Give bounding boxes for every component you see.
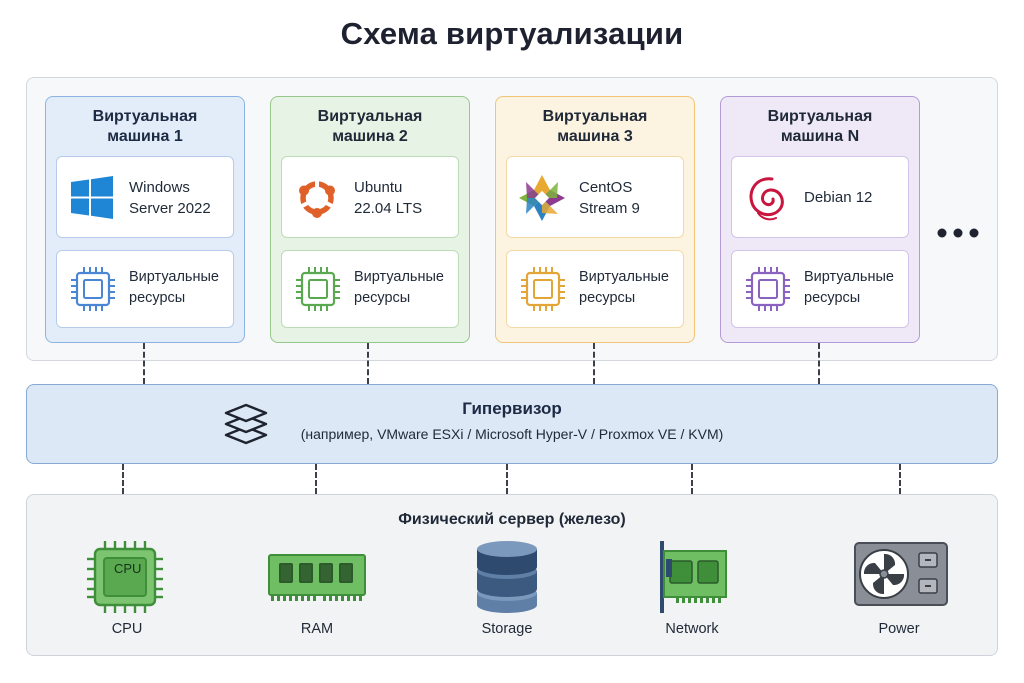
connector-hw-cpu — [122, 464, 124, 494]
vm-resources-label: Виртуальные ресурсы — [579, 269, 669, 306]
hardware-item-ram[interactable]: RAM — [257, 537, 377, 647]
vm-os-box: Debian 12 — [731, 156, 909, 238]
power-supply-icon — [854, 542, 948, 606]
hardware-label: Storage — [481, 621, 533, 637]
hardware-item-power[interactable]: Power — [839, 537, 959, 647]
hypervisor-layer[interactable]: Гипервизор (например, VMware ESXi / Micr… — [26, 384, 998, 464]
vm-resources-label: Виртуальные ресурсы — [804, 269, 894, 306]
virtual-chip-icon — [71, 267, 115, 311]
windows-logo-icon — [71, 176, 113, 219]
connector-hw-ram — [315, 464, 317, 494]
vm-title: Виртуальная машина 3 — [542, 108, 648, 145]
virtual-chip-icon — [746, 267, 790, 311]
vm-resources-box: Виртуальные ресурсы — [731, 250, 909, 328]
debian-logo-icon — [749, 177, 784, 221]
vm-os-box: Ubuntu 22.04 LTS — [281, 156, 459, 238]
os-name-line1: Ubuntu — [354, 179, 403, 196]
vm-resources-label: Виртуальные ресурсы — [129, 269, 219, 306]
connector-vm1 — [143, 343, 145, 384]
vm-card-1[interactable]: Виртуальная машина 1 Windows Server 2022… — [45, 96, 245, 343]
storage-database-icon — [477, 541, 537, 613]
connector-vm2 — [367, 343, 369, 384]
os-name-line1: Windows — [129, 179, 190, 196]
cpu-chip-text: CPU — [114, 561, 142, 576]
layers-icon — [224, 403, 268, 445]
hardware-label: RAM — [300, 621, 334, 637]
vm-resources-box: Виртуальные ресурсы — [506, 250, 684, 328]
connector-hw-power — [899, 464, 901, 494]
physical-server-title: Физический сервер (железо) — [398, 511, 626, 528]
vm-title: Виртуальная машина N — [767, 108, 873, 145]
ellipsis-icon — [937, 228, 979, 238]
network-card-icon — [660, 541, 727, 613]
vm-resources-box: Виртуальные ресурсы — [56, 250, 234, 328]
hypervisor-title: Гипервизор — [462, 399, 562, 418]
vm-os-name: Windows Server 2022 — [129, 177, 211, 219]
vm-os-box: Windows Server 2022 — [56, 156, 234, 238]
os-name-line1: Debian 12 — [804, 189, 873, 206]
hardware-label: Network — [665, 621, 719, 637]
vm-title: Виртуальная машина 2 — [317, 108, 423, 145]
diagram-title: Схема виртуализации — [340, 16, 684, 51]
virtual-chip-icon — [521, 267, 565, 311]
vm-os-name: CentOS Stream 9 — [579, 177, 640, 219]
hardware-label: CPU — [111, 621, 143, 637]
vm-card-n[interactable]: Виртуальная машина N Debian 12 Виртуальн… — [720, 96, 920, 343]
os-name-line1: CentOS — [579, 179, 633, 196]
vm-os-name: Debian 12 — [804, 187, 872, 208]
physical-server-layer[interactable]: Физический сервер (железо) CPU CPU — [26, 494, 998, 656]
connector-hw-storage — [506, 464, 508, 494]
hardware-item-cpu[interactable]: CPU CPU — [67, 537, 187, 647]
ubuntu-logo-icon — [299, 181, 335, 218]
ram-module-icon — [268, 554, 366, 601]
vm-card-2[interactable]: Виртуальная машина 2 Ubuntu 22.04 LTS Ви… — [270, 96, 470, 343]
connector-vm4 — [818, 343, 820, 384]
os-name-line2: Stream 9 — [579, 200, 640, 217]
vm-resources-box: Виртуальные ресурсы — [281, 250, 459, 328]
hypervisor-subtitle: (например, VMware ESXi / Microsoft Hyper… — [300, 426, 724, 442]
vm-resources-label: Виртуальные ресурсы — [354, 269, 444, 306]
vm-card-3[interactable]: Виртуальная машина 3 CentOS Stream 9 Вир… — [495, 96, 695, 343]
connector-vm3 — [593, 343, 595, 384]
hardware-item-storage[interactable]: Storage — [447, 537, 567, 647]
cpu-chip-icon — [87, 541, 163, 613]
hardware-label: Power — [878, 621, 920, 637]
vm-title: Виртуальная машина 1 — [92, 108, 198, 145]
connector-hw-network — [691, 464, 693, 494]
virtual-chip-icon — [296, 267, 340, 311]
os-name-line2: 22.04 LTS — [354, 200, 423, 217]
vm-os-name: Ubuntu 22.04 LTS — [354, 177, 422, 219]
hardware-item-network[interactable]: Network — [632, 537, 752, 647]
vm-os-box: CentOS Stream 9 — [506, 156, 684, 238]
centos-logo-icon — [519, 175, 565, 221]
os-name-line2: Server 2022 — [129, 200, 211, 217]
